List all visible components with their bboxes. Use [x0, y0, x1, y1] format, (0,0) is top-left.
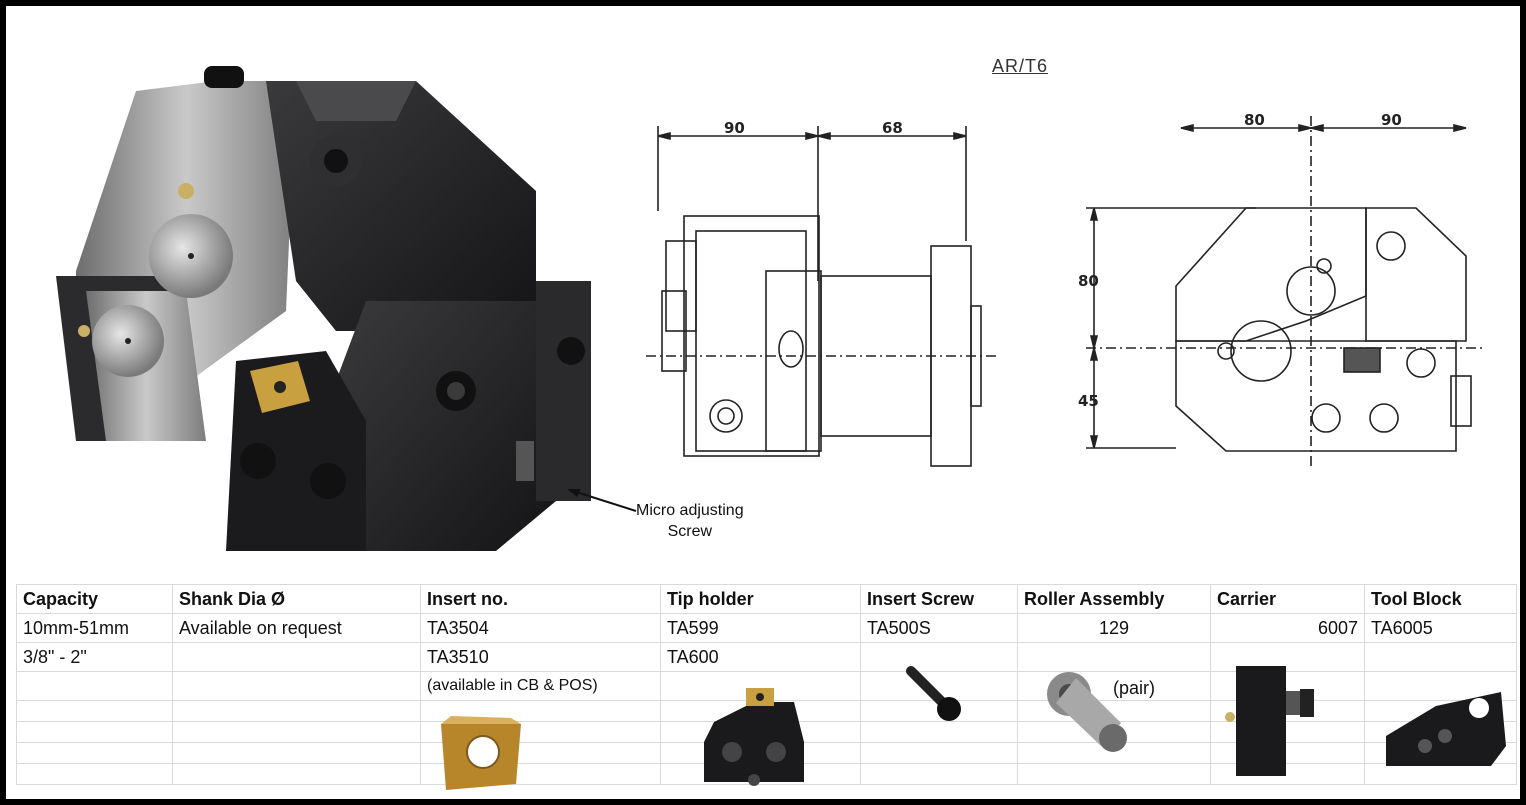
table-cell: TA6005 — [1364, 613, 1517, 643]
table-cell: Available on request — [172, 613, 421, 643]
pair-label: (pair) — [1113, 678, 1156, 698]
annotation-arrow — [567, 489, 637, 512]
header-cell: Shank Dia Ø — [172, 584, 421, 614]
annotation-label: Micro adjusting Screw — [636, 500, 744, 542]
header-cell: Tip holder — [660, 584, 861, 614]
header-cell: Insert no. — [420, 584, 661, 614]
header-cell: Roller Assembly — [1017, 584, 1211, 614]
front-dim-h1: 80 — [1244, 111, 1265, 129]
roller-assembly-image — [1047, 672, 1127, 752]
table-cell: TA500S — [860, 613, 1018, 643]
table-cell: TA599 — [660, 613, 861, 643]
front-dim-h2: 90 — [1381, 111, 1402, 129]
table-cell: TA600 — [660, 642, 861, 672]
insert-image — [441, 716, 521, 790]
drawing-title: AR/T6 — [992, 56, 1049, 76]
header-cell: Capacity — [16, 584, 173, 614]
annotation-line-1: Micro adjusting — [636, 502, 744, 519]
header-cell: Carrier — [1210, 584, 1365, 614]
insert-note: (available in CB & POS) — [420, 671, 661, 701]
table-cell: 3/8" - 2" — [16, 642, 173, 672]
front-dim-v1: 80 — [1078, 272, 1099, 290]
tool-block-image — [1386, 692, 1506, 766]
table-cell: 129 — [1017, 613, 1211, 643]
table-cell — [172, 642, 421, 672]
table-cell: TA3504 — [420, 613, 661, 643]
table-cell: 10mm-51mm — [16, 613, 173, 643]
header-cell: Tool Block — [1364, 584, 1517, 614]
table-cell — [1364, 642, 1517, 672]
tip-holder-image — [704, 688, 804, 786]
table-cell: 6007 — [1210, 613, 1365, 643]
insert-screw-image — [906, 666, 961, 721]
table-header-row: Capacity Shank Dia Ø Insert no. Tip hold… — [16, 584, 1517, 614]
table-cell: TA3510 — [420, 642, 661, 672]
table-cell — [860, 642, 1018, 672]
side-view-drawing: 90 68 — [646, 119, 996, 467]
side-dim-2: 68 — [882, 119, 903, 137]
table-row: 10mm-51mm Available on request TA3504 TA… — [16, 613, 1517, 643]
header-cell: Insert Screw — [860, 584, 1018, 614]
carrier-image — [1225, 666, 1314, 776]
product-photo — [56, 66, 591, 551]
front-dim-v2: 45 — [1078, 392, 1099, 410]
annotation-line-2: Screw — [667, 523, 713, 540]
table-cell — [1210, 642, 1365, 672]
side-dim-1: 90 — [724, 119, 745, 137]
front-view-drawing: 80 90 80 45 — [1078, 111, 1486, 466]
